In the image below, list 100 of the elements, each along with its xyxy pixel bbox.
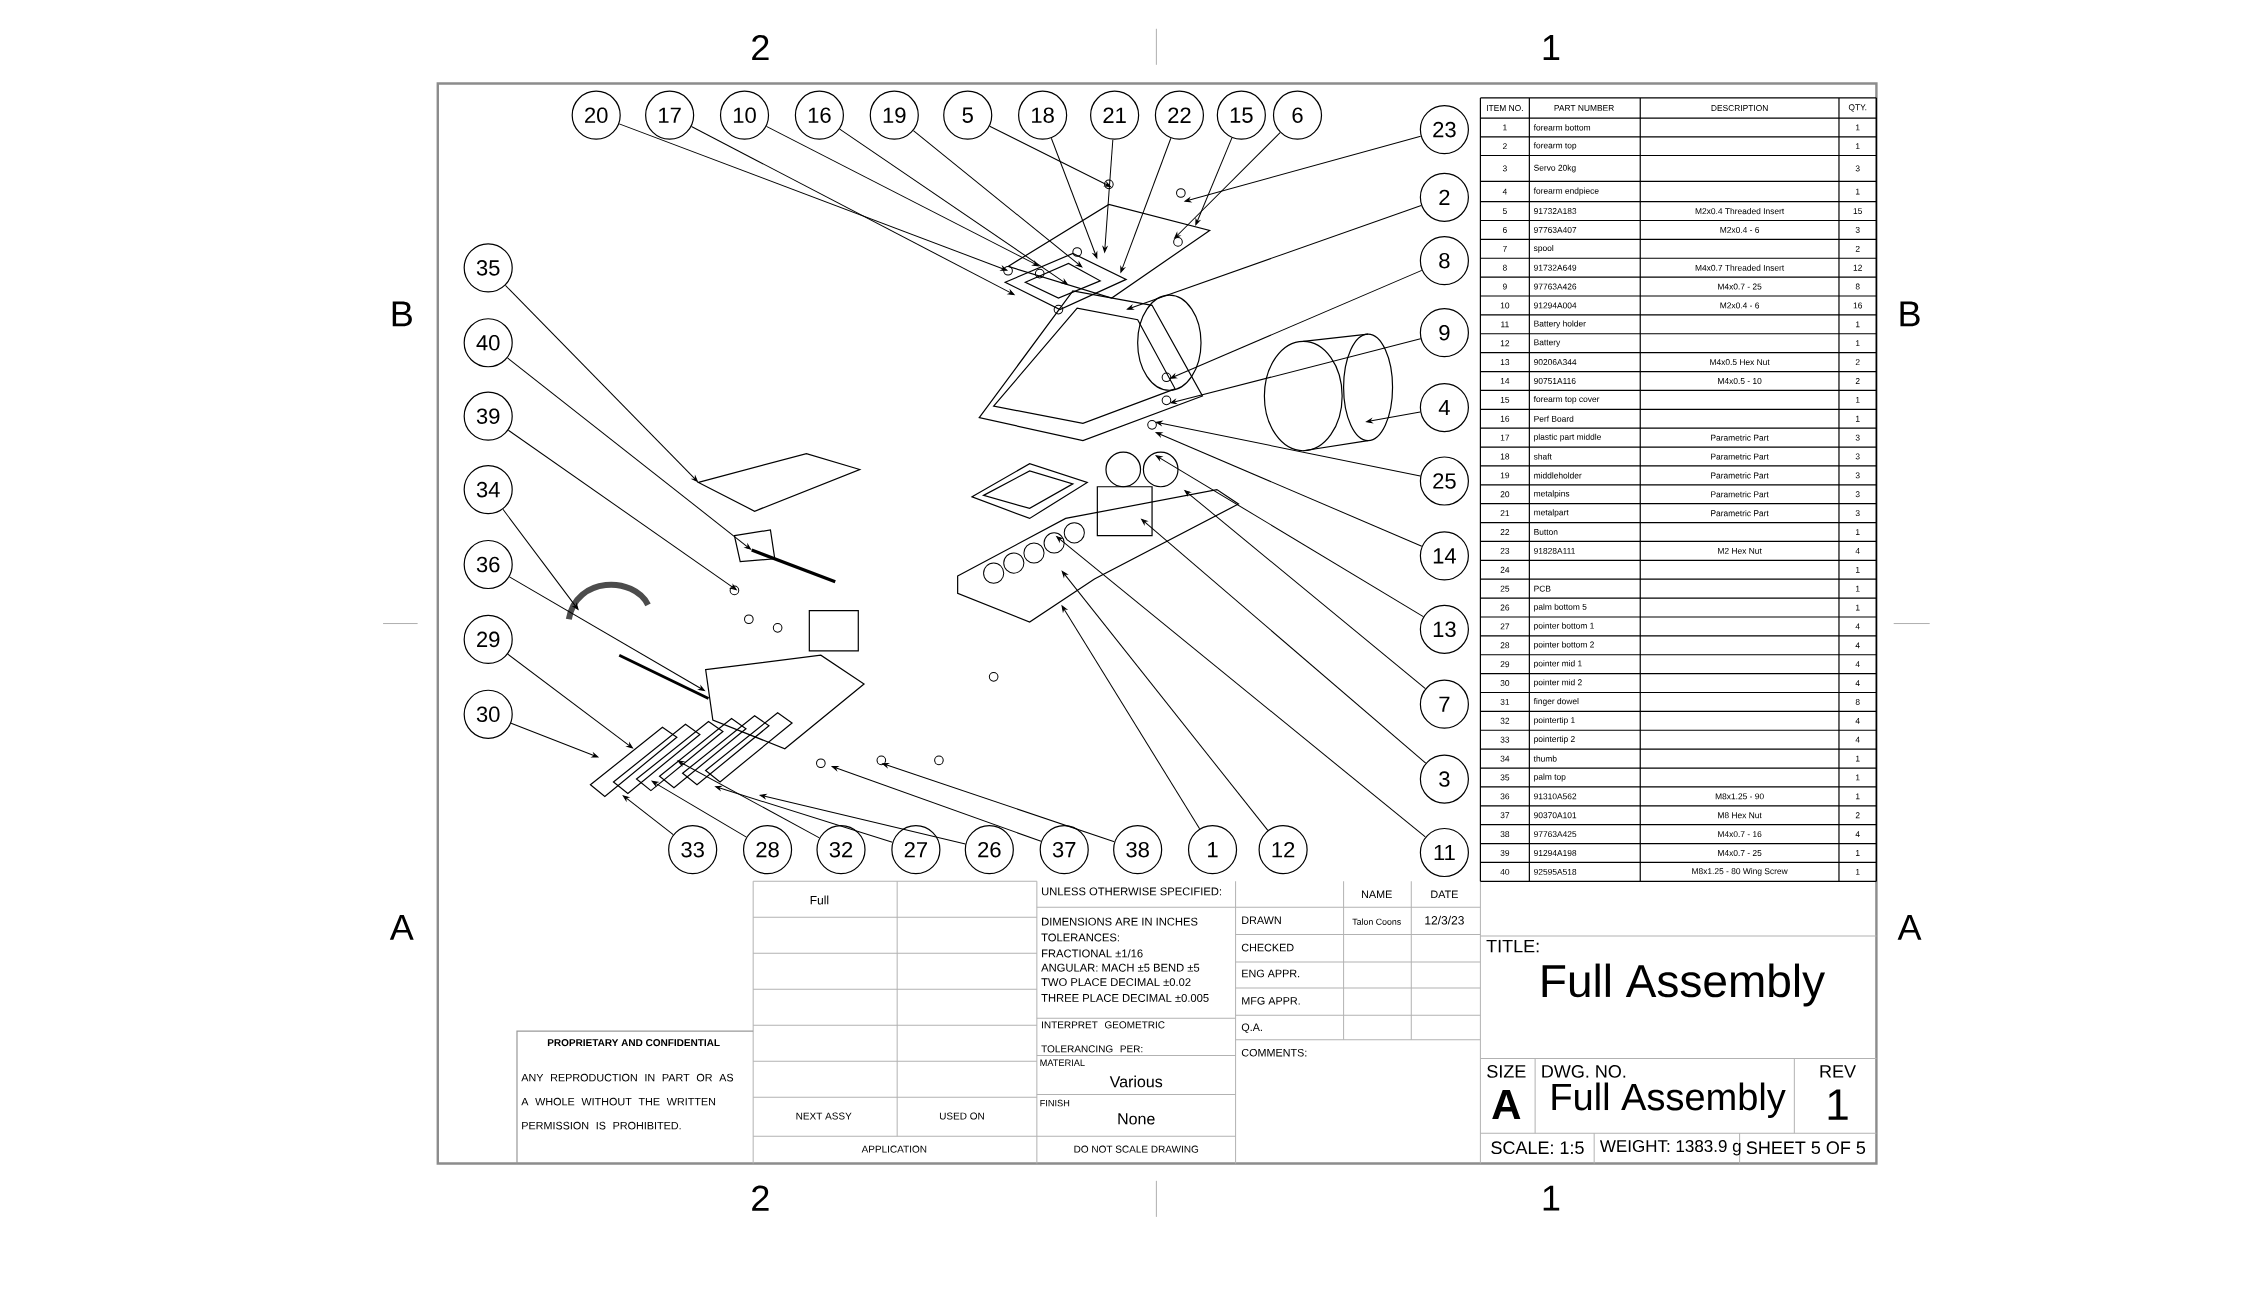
title-block-text: ANGULAR: MACH ±5 BEND ±5 — [1041, 963, 1200, 972]
callout-balloon: 35 — [463, 243, 513, 293]
table-cell: middleholder — [1534, 472, 1582, 479]
leader-line — [715, 785, 893, 843]
table-cell: 22 — [1500, 529, 1510, 535]
callout-balloon: 2 — [1419, 172, 1469, 222]
leader-line — [508, 576, 705, 691]
table-cell: Battery — [1534, 339, 1561, 347]
table-cell: 26 — [1500, 604, 1510, 611]
leader-line — [1061, 605, 1201, 830]
table-cell: forearm endpiece — [1533, 187, 1599, 196]
table-cell: 4 — [1855, 680, 1860, 686]
table-cell: 24 — [1500, 566, 1510, 573]
table-cell: 2 — [1855, 245, 1860, 252]
callout-balloon: 4 — [1419, 382, 1469, 433]
leader-line — [1195, 137, 1233, 226]
table-cell: 1 — [1856, 755, 1860, 762]
zone-label: B — [392, 301, 412, 327]
leader-line — [765, 125, 1039, 267]
title-block-text: ENG APPR. — [1242, 969, 1300, 978]
table-cell: M4x0.5 - 10 — [1718, 377, 1762, 384]
leader-line — [507, 429, 737, 591]
title-block-text: None — [1118, 1113, 1155, 1125]
table-cell: 1 — [1856, 529, 1860, 535]
table-cell: 19 — [1500, 472, 1510, 479]
callout-balloon: 33 — [668, 824, 718, 875]
callout-balloon: 10 — [719, 90, 770, 140]
table-cell: 92595A518 — [1534, 868, 1577, 875]
leader-line — [759, 794, 966, 845]
leader-line — [677, 760, 820, 839]
title-block-text: Q.A. — [1241, 1023, 1262, 1033]
table-cell: 20 — [1500, 491, 1510, 498]
leader-line — [1366, 411, 1421, 424]
title-block-text: UNLESS OTHERWISE SPECIFIED: — [1042, 887, 1221, 896]
table-cell: M4x0.5 Hex Nut — [1710, 359, 1770, 365]
table-cell: spool — [1533, 244, 1554, 253]
table-cell: 29 — [1500, 661, 1510, 668]
table-header: ITEM NO. — [1487, 104, 1523, 111]
callout-balloon: 11 — [1419, 827, 1469, 878]
table-cell: plastic part middle — [1534, 433, 1601, 442]
table-cell: metalpart — [1534, 509, 1569, 517]
table-cell: 3 — [1855, 226, 1860, 233]
table-cell: finger dowel — [1533, 697, 1579, 706]
callout-balloon: 23 — [1419, 104, 1469, 155]
callout-balloon: 29 — [463, 614, 513, 664]
table-cell: 1 — [1856, 124, 1860, 131]
table-cell: 3 — [1855, 434, 1860, 441]
table-cell: pointertip 2 — [1534, 735, 1575, 744]
zone-label: A — [389, 914, 414, 940]
table-cell: 5 — [1502, 208, 1507, 214]
callout-balloon: 40 — [463, 318, 513, 368]
callout-balloon: 30 — [463, 689, 513, 739]
table-cell: 3 — [1855, 165, 1860, 172]
table-cell: 1 — [1856, 774, 1860, 781]
leader-line — [1141, 518, 1427, 764]
callout-balloon: 36 — [463, 539, 513, 590]
title-block-text: DWG. NO. — [1542, 1064, 1626, 1078]
title-block-text: TITLE: — [1486, 939, 1539, 953]
table-cell: Parametric Part — [1711, 472, 1769, 479]
callout-balloon: 19 — [869, 90, 919, 140]
table-cell: 23 — [1500, 547, 1510, 554]
leader-line — [1056, 536, 1426, 838]
callout-balloon: 1 — [1187, 824, 1238, 875]
table-cell: 36 — [1500, 793, 1510, 800]
table-cell: 17 — [1500, 434, 1510, 441]
table-cell: 90370A101 — [1534, 812, 1577, 819]
title-block-text: DO NOT SCALE DRAWING — [1074, 1145, 1199, 1153]
table-cell: 15 — [1853, 208, 1862, 214]
notice-text: ANY REPRODUCTION IN PART OR AS A WHOLE WITHOUT THE WRITTEN PERMISSION IS PROHIBITED. — [521, 1073, 734, 1130]
table-cell: 1 — [1856, 793, 1860, 800]
table-cell: pointer mid 1 — [1534, 660, 1582, 669]
table-cell: 30 — [1500, 680, 1510, 686]
table-cell: M8x1.25 - 90 — [1715, 793, 1764, 800]
table-cell: M2x0.4 - 6 — [1720, 226, 1760, 233]
leader-line — [839, 128, 1068, 285]
callout-balloon: 8 — [1419, 236, 1469, 286]
leader-line — [831, 765, 1042, 842]
table-cell: pointer bottom 1 — [1534, 622, 1594, 631]
leader-line — [1184, 135, 1422, 203]
table-cell: M4x0.7 Threaded Insert — [1695, 264, 1785, 271]
table-cell: 90751A116 — [1534, 377, 1576, 384]
title-block-text: MFG APPR. — [1242, 997, 1300, 1005]
callout-balloon: 27 — [891, 824, 941, 875]
title-block-text: FRACTIONAL ±1/16 — [1042, 949, 1143, 958]
table-cell: 1 — [1856, 340, 1860, 347]
table-cell: 1 — [1856, 396, 1860, 403]
callout-balloon: 13 — [1419, 604, 1469, 654]
table-cell: palm top — [1534, 773, 1566, 782]
table-cell: Parametric Part — [1711, 453, 1769, 460]
table-cell: 4 — [1855, 717, 1860, 724]
table-cell: 1 — [1856, 585, 1860, 592]
table-cell: pointer mid 2 — [1534, 679, 1582, 687]
table-cell: 9 — [1502, 283, 1507, 290]
title-block-text: SHEET 5 OF 5 — [1746, 1141, 1866, 1155]
table-cell: 6 — [1503, 226, 1507, 233]
table-cell: 91294A004 — [1534, 302, 1577, 309]
table-cell: 38 — [1500, 831, 1510, 838]
callout-balloon: 21 — [1090, 90, 1140, 140]
table-cell: 7 — [1503, 245, 1507, 252]
table-cell: Parametric Part — [1711, 434, 1769, 441]
